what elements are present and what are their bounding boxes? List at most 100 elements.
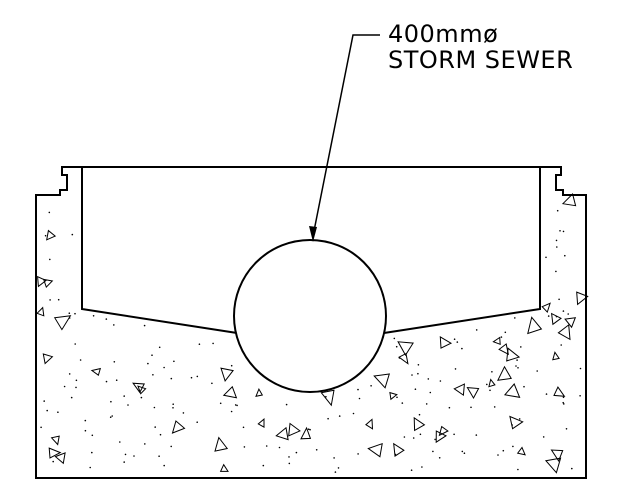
aggregate-dot bbox=[89, 466, 91, 469]
aggregate-dot bbox=[560, 344, 562, 346]
aggregate-dot bbox=[123, 395, 125, 397]
aggregate-triangle bbox=[389, 391, 398, 401]
aggregate-dot bbox=[70, 396, 73, 399]
aggregate-dot bbox=[153, 406, 156, 409]
aggregate-dot bbox=[57, 298, 60, 301]
aggregate-dot bbox=[182, 412, 185, 414]
aggregate-dot bbox=[40, 426, 42, 429]
aggregate-dot bbox=[68, 373, 71, 375]
aggregate-dot bbox=[158, 346, 161, 349]
aggregate-dot bbox=[517, 367, 519, 369]
aggregate-dot bbox=[370, 385, 372, 387]
aggregate-dot bbox=[463, 452, 466, 455]
aggregate-triangle bbox=[509, 415, 524, 430]
aggregate-dot bbox=[338, 415, 341, 417]
aggregate-triangle bbox=[516, 446, 526, 456]
aggregate-dot bbox=[559, 230, 561, 232]
aggregate-dot bbox=[504, 331, 507, 334]
aggregate-triangle bbox=[488, 378, 496, 388]
aggregate-dot bbox=[84, 419, 87, 422]
aggregate-dot bbox=[111, 415, 113, 417]
aggregate-dot bbox=[43, 400, 45, 402]
aggregate-dot bbox=[172, 403, 174, 406]
aggregate-dot bbox=[46, 409, 48, 412]
aggregate-dot bbox=[486, 383, 488, 386]
aggregate-triangle bbox=[435, 430, 448, 444]
aggregate-dot bbox=[515, 365, 517, 367]
aggregate-dot bbox=[212, 342, 214, 345]
aggregate-dot bbox=[438, 457, 441, 459]
aggregate-dot bbox=[562, 396, 565, 399]
aggregate-dot bbox=[512, 445, 514, 448]
aggregate-dot bbox=[412, 437, 415, 439]
aggregate-triangle bbox=[275, 426, 289, 441]
aggregate-dot bbox=[74, 312, 76, 315]
aggregate-dot bbox=[295, 451, 298, 454]
aggregate-dot bbox=[518, 418, 521, 420]
aggregate-dot bbox=[427, 378, 430, 380]
aggregate-triangle bbox=[300, 426, 312, 440]
aggregate-dot bbox=[434, 438, 436, 441]
aggregate-dot bbox=[403, 436, 406, 438]
aggregate-dot bbox=[143, 324, 146, 327]
aggregate-dot bbox=[475, 329, 478, 331]
aggregate-dot bbox=[262, 464, 265, 467]
aggregate-dot bbox=[63, 385, 66, 388]
aggregate-dot bbox=[115, 379, 118, 382]
aggregate-dot bbox=[173, 360, 175, 363]
aggregate-dot bbox=[419, 433, 422, 436]
aggregate-dot bbox=[567, 313, 569, 315]
aggregate-triangle bbox=[550, 312, 562, 326]
aggregate-dot bbox=[172, 407, 174, 409]
aggregate-dot bbox=[418, 413, 421, 416]
callout-leader-line bbox=[312, 34, 380, 237]
aggregate-dot bbox=[327, 417, 329, 420]
aggregate-triangle bbox=[393, 442, 405, 457]
aggregate-dot bbox=[265, 445, 268, 447]
aggregate-dot bbox=[158, 455, 160, 458]
aggregate-triangle bbox=[453, 383, 465, 396]
aggregate-dot bbox=[333, 457, 335, 459]
aggregate-dot bbox=[123, 461, 125, 463]
aggregate-dot bbox=[439, 380, 442, 382]
aggregate-triangle bbox=[320, 389, 335, 407]
aggregate-triangle bbox=[222, 385, 238, 399]
aggregate-dot bbox=[196, 421, 198, 424]
aggregate-dot bbox=[242, 426, 245, 429]
aggregate-triangle bbox=[498, 343, 510, 356]
aggregate-dot bbox=[579, 367, 582, 370]
aggregate-dot bbox=[44, 234, 47, 237]
aggregate-dot bbox=[571, 467, 573, 470]
aggregate-triangle bbox=[171, 420, 186, 434]
aggregate-dot bbox=[411, 374, 413, 376]
aggregate-dot bbox=[456, 341, 459, 343]
aggregate-dot bbox=[92, 315, 95, 317]
aggregate-dot bbox=[394, 453, 397, 456]
aggregate-dot bbox=[516, 359, 518, 361]
aggregate-dot bbox=[74, 343, 76, 345]
aggregate-dot bbox=[211, 382, 213, 385]
aggregate-dot bbox=[410, 469, 413, 472]
aggregate-dot bbox=[448, 406, 451, 409]
aggregate-dot bbox=[517, 468, 519, 471]
aggregate-dot bbox=[154, 426, 156, 428]
aggregate-triangle bbox=[541, 302, 551, 314]
concrete-hatch bbox=[36, 193, 589, 474]
aggregate-dot bbox=[500, 336, 503, 338]
aggregate-dot bbox=[91, 434, 94, 437]
aggregate-triangle bbox=[527, 316, 543, 335]
aggregate-dot bbox=[190, 376, 193, 379]
aggregate-triangle bbox=[506, 347, 521, 362]
aggregate-dot bbox=[147, 362, 149, 365]
aggregate-dot bbox=[453, 338, 456, 341]
aggregate-dot bbox=[105, 380, 108, 383]
aggregate-dot bbox=[196, 375, 199, 378]
aggregate-dot bbox=[563, 403, 565, 405]
concrete-block-outline bbox=[35, 166, 587, 479]
aggregate-dot bbox=[421, 466, 423, 468]
aggregate-dot bbox=[91, 451, 93, 454]
aggregate-dot bbox=[429, 391, 432, 394]
aggregate-dot bbox=[49, 299, 51, 301]
aggregate-dot bbox=[555, 315, 558, 318]
